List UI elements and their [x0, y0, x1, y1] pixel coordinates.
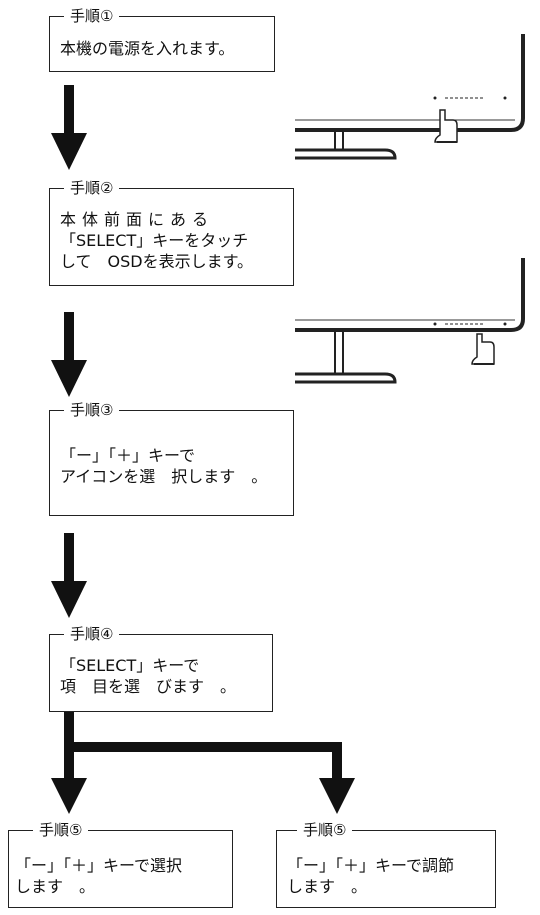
step-5-adjust-box: 手順⑤ 「ー」「＋」キーで調節 します 。 [276, 819, 496, 908]
step-3-text: 「ー」「＋」キーで アイコンを選 択します 。 [60, 445, 267, 487]
step-1-label: 手順① [64, 5, 120, 27]
arrow-down-2 [51, 312, 87, 397]
step-5-adjust-line-1: 「ー」「＋」キーで調節 [287, 856, 455, 875]
step-2-line-3: して OSDを表示します。 [60, 252, 253, 271]
step-5-select-line-2: します 。 [15, 877, 96, 896]
step-5-select-label: 手順⑤ [33, 819, 89, 841]
hand-icon [434, 109, 458, 143]
step-4-line-2: 項 目を選 びます 。 [60, 677, 237, 696]
step-4-text: 「SELECT」キーで 項 目を選 びます 。 [60, 655, 236, 697]
step-5-select-line-1: 「ー」「＋」キーで選択 [15, 856, 183, 875]
step-2-box: 手順② 本体前面にある 「SELECT」キーをタッチ して OSDを表示します。 [49, 177, 294, 286]
step-5-adjust-label: 手順⑤ [297, 819, 353, 841]
step-3-label: 手順③ [64, 399, 120, 421]
step-3-box: 手順③ 「ー」「＋」キーで アイコンを選 択します 。 [49, 399, 294, 516]
monitor-select-illustration [295, 258, 525, 384]
monitor-power-illustration [295, 34, 525, 160]
step-2-line-2: 「SELECT」キーをタッチ [60, 231, 249, 250]
step-2-text: 本体前面にある 「SELECT」キーをタッチ して OSDを表示します。 [60, 209, 253, 272]
step-2-line-1: 本体前面にある [60, 210, 215, 229]
step-3-line-1: 「ー」「＋」キーで [60, 446, 196, 465]
step-4-line-1: 「SELECT」キーで [60, 656, 200, 675]
step-5-adjust-text: 「ー」「＋」キーで調節 します 。 [287, 855, 454, 897]
step-4-label: 手順④ [64, 623, 120, 645]
step-1-box: 手順① 本機の電源を入れます。 [49, 5, 275, 72]
step-4-box: 手順④ 「SELECT」キーで 項 目を選 びます 。 [49, 623, 273, 712]
step-5-select-box: 手順⑤ 「ー」「＋」キーで選択 します 。 [8, 819, 233, 908]
arrow-down-3 [51, 533, 87, 618]
step-1-text: 本機の電源を入れます。 [60, 38, 234, 59]
step-2-label: 手順② [64, 177, 120, 199]
step-5-adjust-line-2: します 。 [287, 877, 368, 896]
step-3-line-2: アイコンを選 択します 。 [60, 467, 268, 486]
branch-arrows [51, 712, 355, 814]
hand-icon [471, 333, 495, 365]
arrow-down-1 [51, 85, 87, 170]
step-1-line-1: 本機の電源を入れます。 [60, 39, 235, 58]
step-5-select-text: 「ー」「＋」キーで選択 します 。 [15, 855, 182, 897]
